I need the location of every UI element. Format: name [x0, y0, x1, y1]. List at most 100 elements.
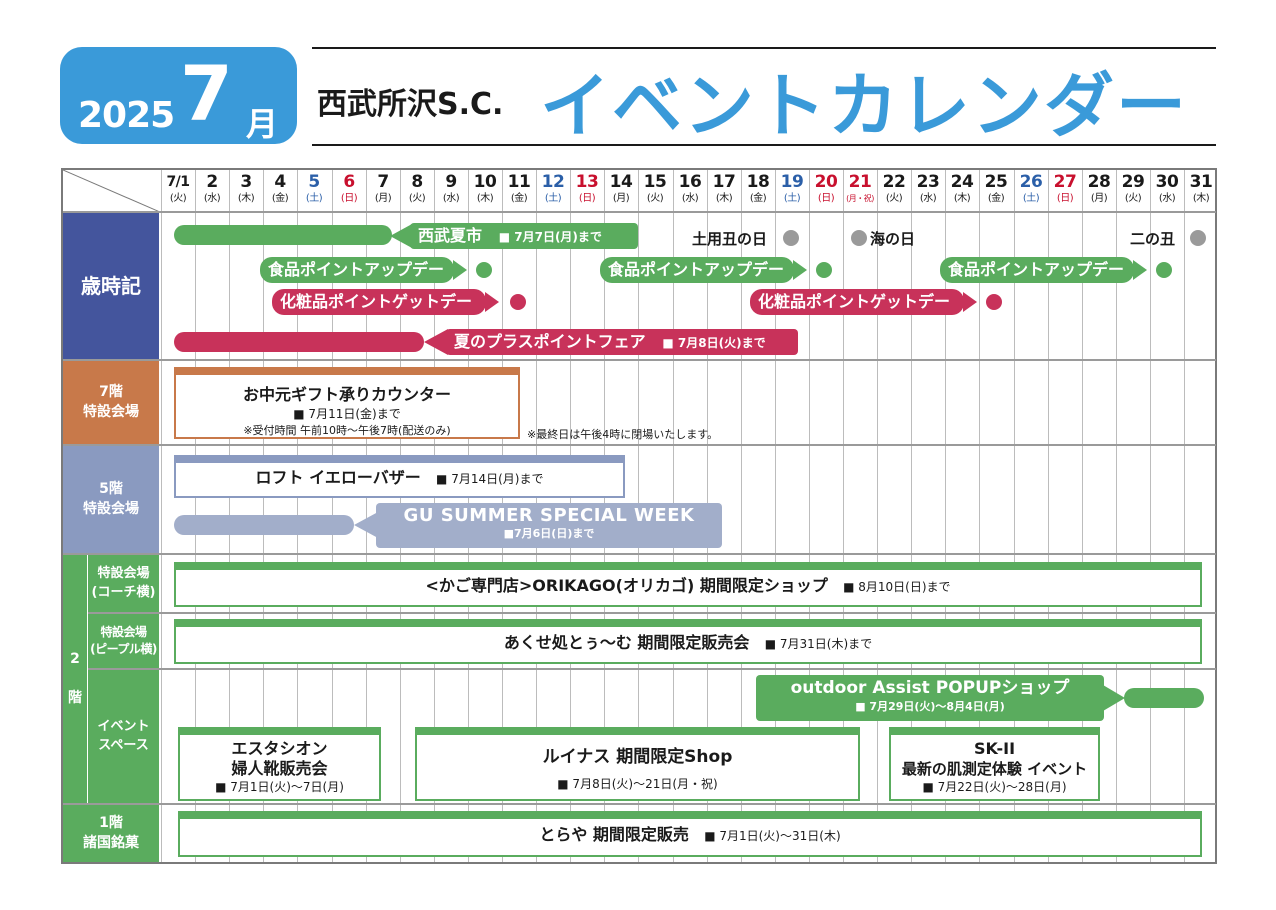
row-divider: [88, 668, 1216, 670]
event-title: ルイナス 期間限定Shop: [542, 747, 733, 767]
day-column-line: [775, 170, 776, 862]
event-title: 西武夏市: [418, 226, 483, 245]
day-number: 7: [377, 172, 389, 192]
day-number: 2: [206, 172, 218, 192]
day-header: 15(火): [638, 172, 672, 206]
weekday: (木): [953, 193, 971, 204]
day-header: 27(日): [1048, 172, 1082, 206]
weekday: (日): [340, 193, 358, 204]
uminohi-label: 海の日: [870, 230, 916, 248]
event-title: お中元ギフト承りカウンター: [242, 385, 451, 404]
event-date: ■ 7月8日(火)～21日(月・祝): [557, 777, 718, 791]
weekday: (土): [305, 193, 323, 204]
event-date: ■ 7月1日(火)～31日(木): [704, 829, 841, 843]
event-title: ロフト イエローバザー: [255, 468, 421, 487]
month-badge: 2025 7 月: [60, 47, 297, 144]
event-bar: [174, 332, 424, 352]
row-divider: [63, 211, 1216, 213]
day-header: 11(金): [502, 172, 536, 206]
origako-box: <かご専門店>ORIKAGO(オリカゴ) 期間限定ショップ ■ 8月10日(日)…: [174, 562, 1202, 607]
section-5f: 5階 特設会場: [63, 446, 159, 553]
weekday: (火): [169, 193, 187, 204]
day-column-line: [1082, 170, 1083, 862]
weekday: (水): [919, 193, 937, 204]
marker-dot: [783, 230, 799, 246]
day-number: 7/1: [166, 174, 190, 190]
store-name: 西武所沢S.C.: [317, 87, 504, 122]
day-column-line: [161, 170, 162, 862]
day-number: 22: [882, 172, 906, 192]
day-header: 17(木): [707, 172, 741, 206]
weekday: (日): [817, 193, 835, 204]
event-date: ■ 7月11日(金)まで: [293, 407, 401, 421]
day-header: 10(木): [468, 172, 502, 206]
weekday: (木): [476, 193, 494, 204]
section-1f: 1階 諸国銘菓: [63, 805, 159, 862]
section-7f: 7階 特設会場: [63, 361, 159, 444]
event-bar: [174, 225, 392, 245]
day-number: 11: [507, 172, 531, 192]
day-column-line: [979, 170, 980, 862]
toraya-box: とらや 期間限定販売 ■ 7月1日(火)～31日(木): [178, 811, 1202, 857]
food-point-label: 食品ポイントアップデー: [260, 257, 454, 283]
section-label: 特設会場 (ピープル横): [90, 625, 157, 656]
marker-dot: [510, 294, 526, 310]
section-label: イベント スペース: [97, 719, 150, 753]
event-date: ■ 7月29日(火)～8月4日(月): [855, 700, 1005, 713]
day-header: 14(月): [604, 172, 638, 206]
event-title: GU SUMMER SPECIAL WEEK: [403, 505, 695, 526]
section-label: 1階 諸国銘菓: [83, 814, 139, 851]
gu-label: GU SUMMER SPECIAL WEEK ■7月6日(日)まで: [376, 503, 722, 548]
day-header: 31(木): [1184, 172, 1218, 206]
arrow-icon: [793, 260, 807, 280]
day-header: 13(日): [570, 172, 604, 206]
day-header: 26(土): [1014, 172, 1048, 206]
weekday: (木): [237, 193, 255, 204]
event-bar: [174, 515, 354, 535]
cosme-point-label: 化粧品ポイントゲットデー: [272, 289, 486, 315]
header-rule-bottom: [312, 144, 1216, 146]
day-header: 23(水): [911, 172, 945, 206]
day-number: 13: [575, 172, 599, 192]
event-bar: [1124, 688, 1204, 708]
arrow-icon: [1133, 260, 1147, 280]
day-column-line: [1048, 170, 1049, 862]
section-2f-event: イベント スペース: [88, 670, 159, 803]
day-header: 7/1 (火): [161, 172, 195, 206]
day-header: 9(水): [434, 172, 468, 206]
weekday: (月・祝): [846, 194, 874, 203]
marker-dot: [476, 262, 492, 278]
weekday: (火): [408, 193, 426, 204]
section-2f: 2 階: [63, 555, 87, 803]
day-number: 23: [916, 172, 940, 192]
day-number: 26: [1019, 172, 1043, 192]
day-column-line: [1184, 170, 1185, 862]
weekday: (月): [1090, 193, 1108, 204]
day-header: 3(木): [229, 172, 263, 206]
month-number: 7: [180, 49, 233, 138]
section-saijiki: 歳時記: [63, 213, 159, 359]
outdoor-label: outdoor Assist POPUPショップ ■ 7月29日(火)～8月4日…: [756, 675, 1104, 721]
section-label: 特設会場 (コーチ横): [91, 566, 156, 600]
day-header: 8(火): [400, 172, 434, 206]
weekday: (日): [1056, 193, 1074, 204]
day-column-line: [366, 170, 367, 862]
row-divider: [88, 612, 1216, 614]
closing-note: ※最終日は午後4時に閉場いたします。: [527, 428, 719, 441]
weekday: (水): [681, 193, 699, 204]
weekday: (火): [1124, 193, 1142, 204]
corner-diagonal: [63, 170, 160, 212]
day-header: 2(水): [195, 172, 229, 206]
day-number: 16: [678, 172, 702, 192]
food-point-label: 食品ポイントアップデー: [600, 257, 794, 283]
weekday: (金): [510, 193, 528, 204]
akuse-box: あくせ処とぅ～む 期間限定販売会 ■ 7月31日(木)まで: [174, 619, 1202, 664]
section-label: 7階 特設会場: [83, 383, 139, 420]
day-number: 4: [274, 172, 286, 192]
day-header: 4(金): [263, 172, 297, 206]
day-number: 3: [240, 172, 252, 192]
arrow-icon: [485, 292, 499, 312]
day-header: 28(月): [1082, 172, 1116, 206]
day-column-line: [741, 170, 742, 862]
day-column-line: [1014, 170, 1015, 862]
